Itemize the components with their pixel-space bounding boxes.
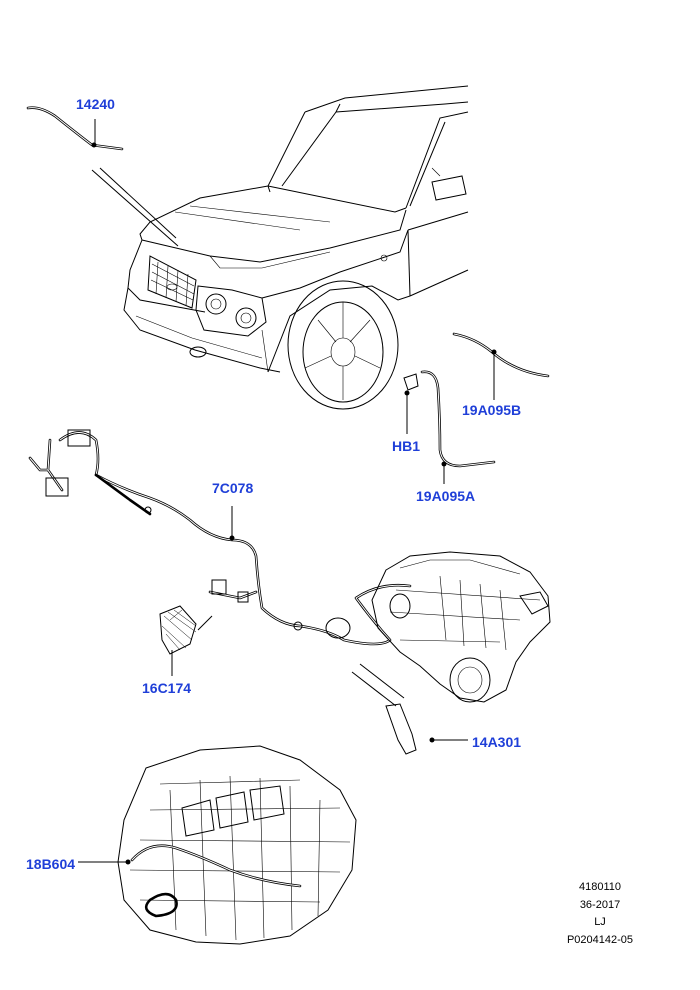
callout-19a095b: 19A095B [462, 402, 522, 418]
callout-hb1: HB1 [392, 438, 421, 454]
bonnet-release-cable [26, 106, 179, 247]
callout-7c078: 7C078 [212, 480, 254, 496]
footer-code-2: 36-2017 [579, 899, 621, 911]
callout-18b604: 18B604 [26, 856, 76, 872]
callout-19a095a: 19A095A [416, 488, 476, 504]
callout-16c174: 16C174 [142, 680, 192, 696]
bracket-16c174 [159, 605, 213, 676]
callout-14a301: 14A301 [472, 734, 522, 750]
brake-cables [403, 332, 550, 484]
footer-code-4: P0204142-05 [566, 934, 634, 946]
main-wiring-harness [28, 429, 412, 646]
hvac-unit-illustration [78, 745, 357, 945]
footer-code-3: LJ [594, 916, 606, 928]
footer-code-1: 4180110 [578, 881, 621, 893]
vehicle-illustration [123, 85, 469, 410]
transfer-box-illustration [325, 551, 551, 755]
callout-14240: 14240 [76, 96, 115, 112]
